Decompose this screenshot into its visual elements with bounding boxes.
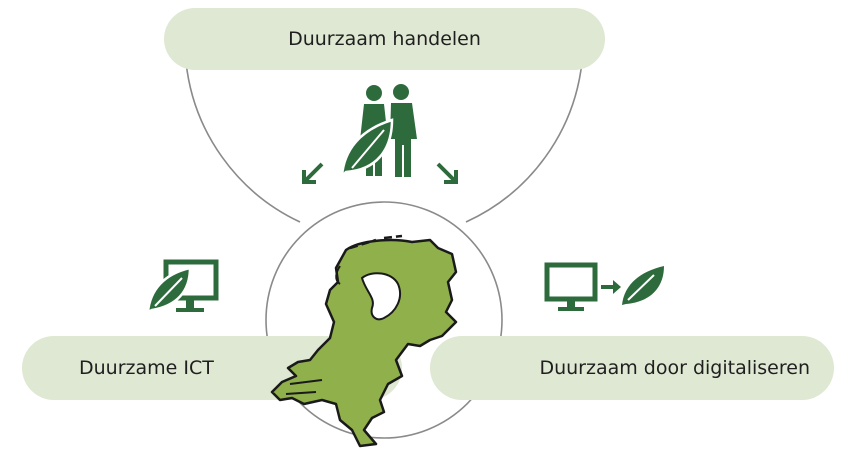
arrow-down-left-icon [302, 162, 324, 184]
netherlands-map [270, 234, 458, 448]
people-with-leaf-icon [340, 84, 417, 180]
top-arc [185, 61, 301, 223]
monitor-arrow-leaf-icon [544, 262, 664, 311]
top-label-pill: Duurzaam handelen [164, 8, 605, 70]
right-label: Duurzaam door digitaliseren [539, 357, 810, 379]
top-arc-right [465, 61, 583, 223]
right-label-pill: Duurzaam door digitaliseren [430, 336, 834, 400]
left-label: Duurzame ICT [79, 357, 214, 379]
arrow-down-right-icon [436, 162, 458, 184]
monitor-leaf-icon [146, 259, 219, 315]
top-label: Duurzaam handelen [288, 28, 481, 50]
